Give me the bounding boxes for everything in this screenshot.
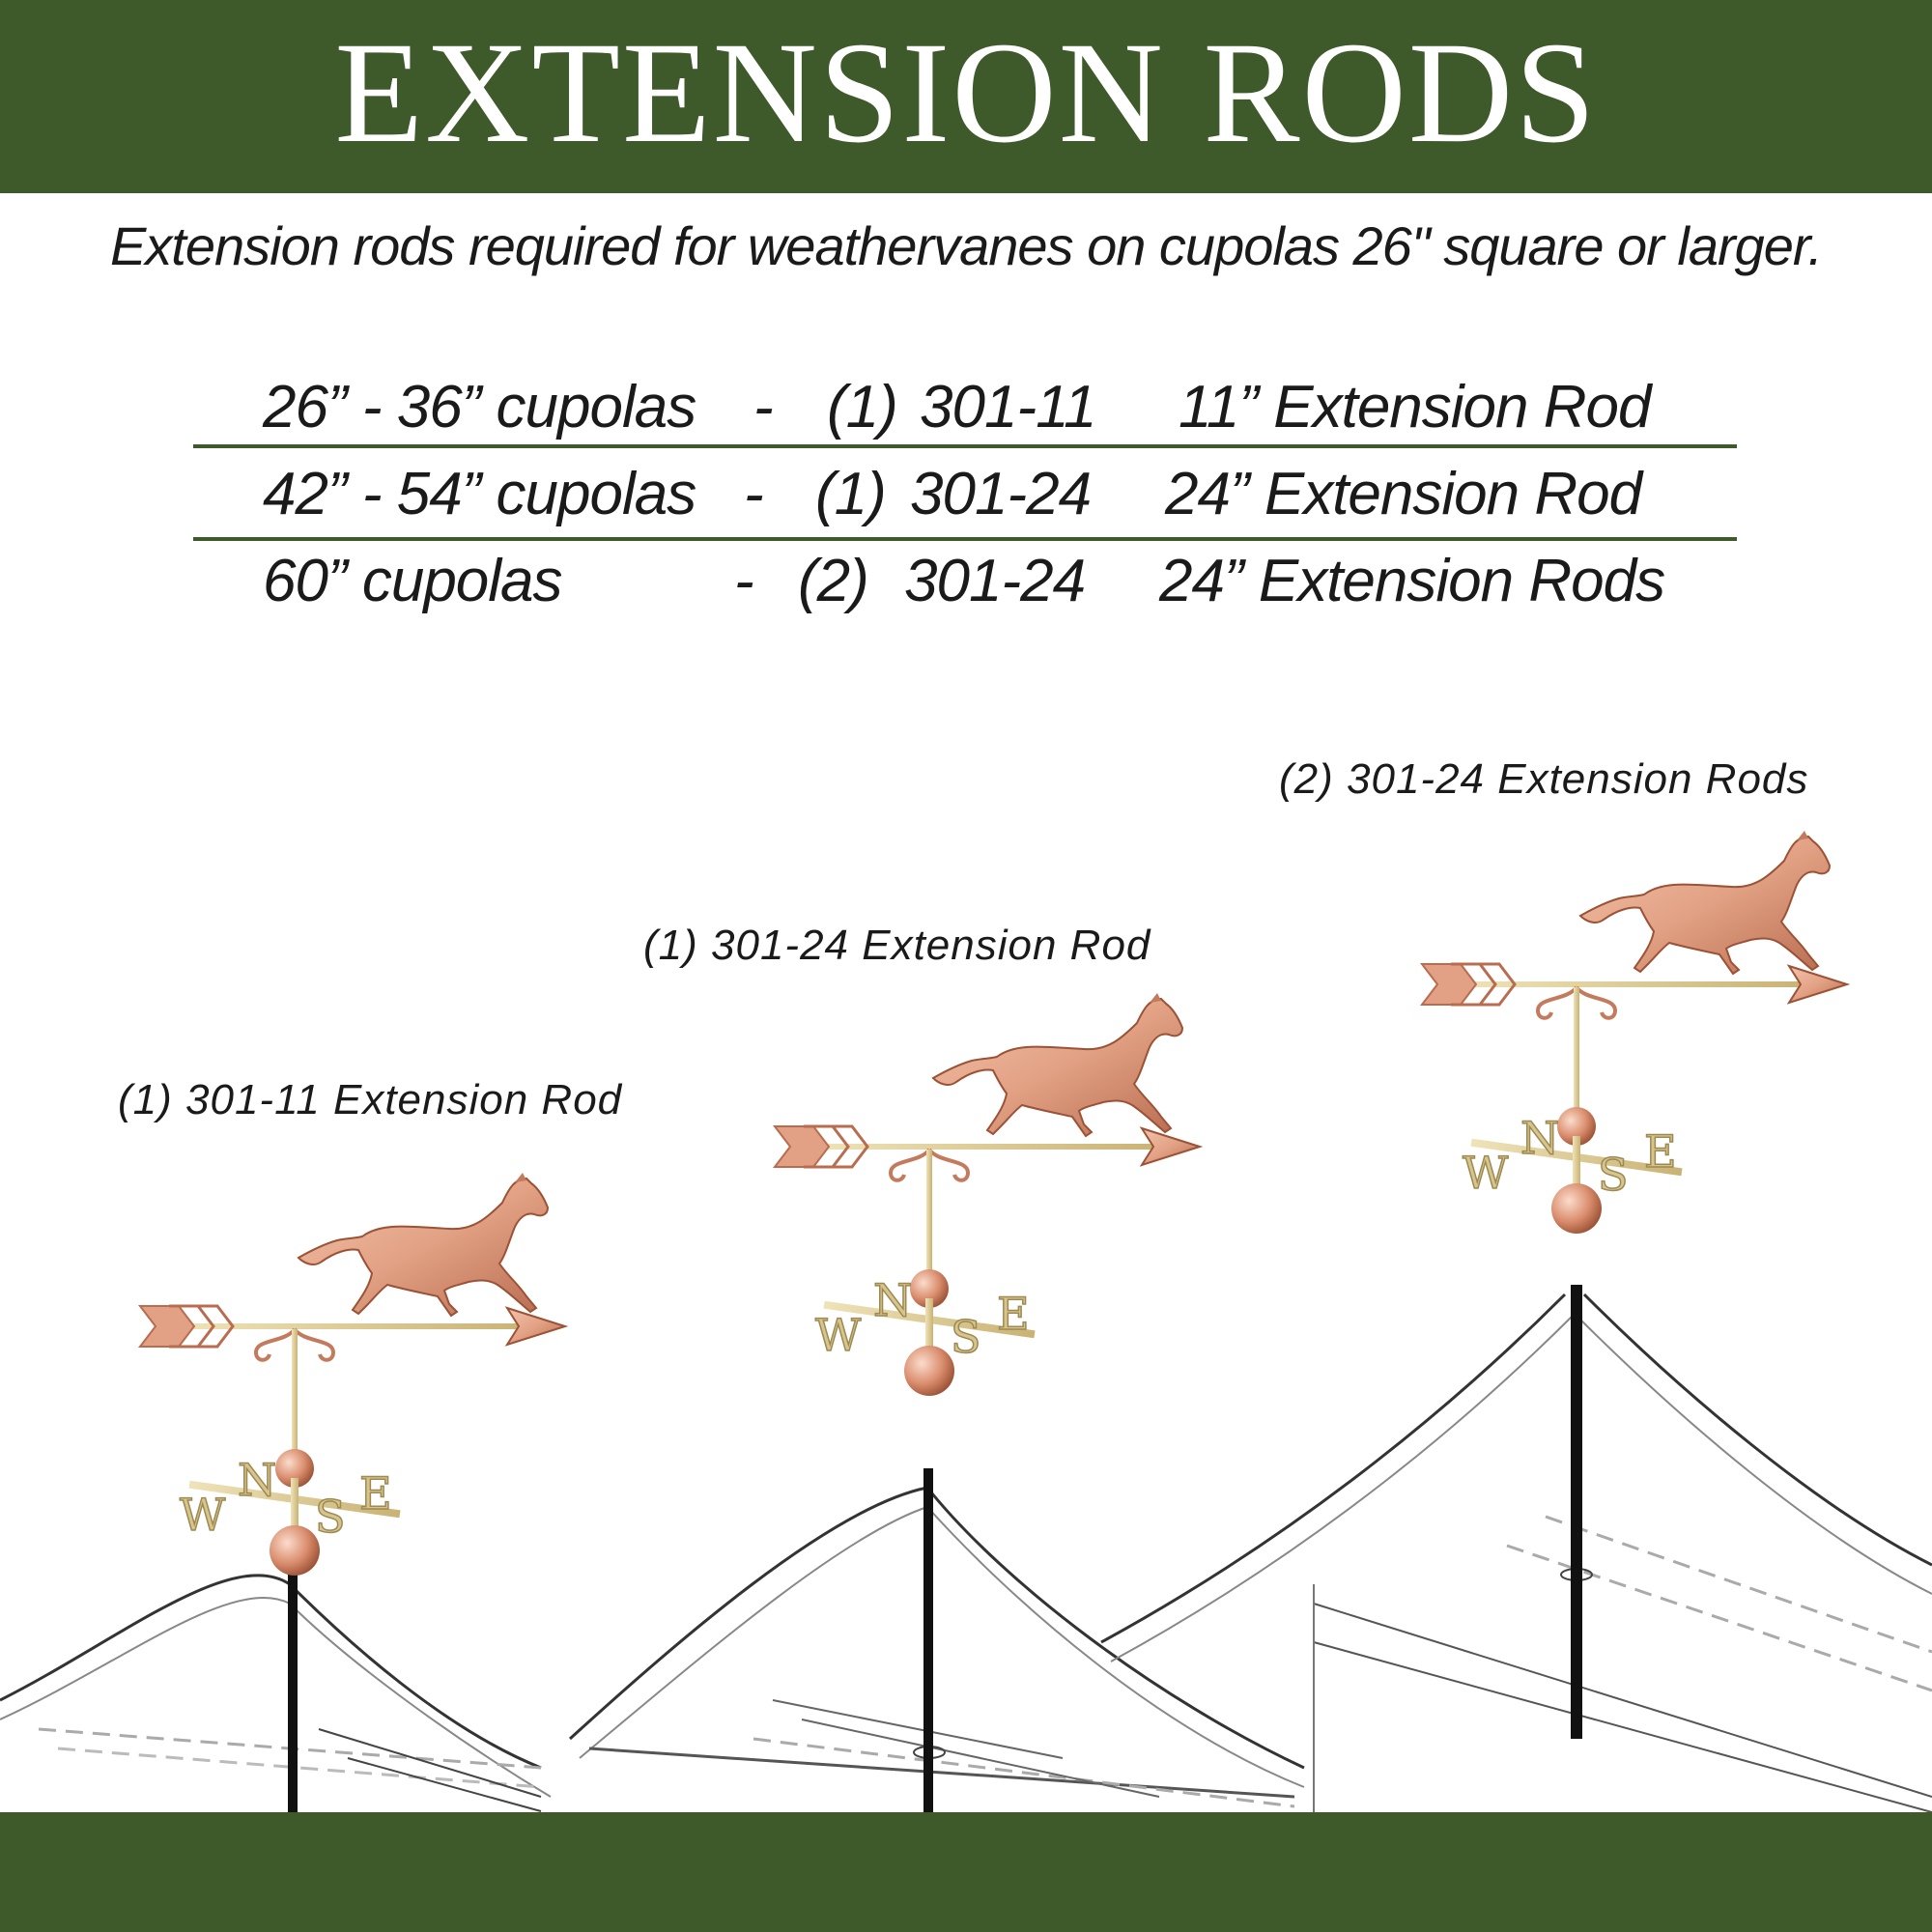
table-row: 60” cupolas - (2) 301-24 24” Extension R… (193, 541, 1737, 628)
table-row: 42” - 54” cupolas - (1) 301-24 24” Exten… (193, 454, 1737, 541)
header-banner: EXTENSION RODS (0, 0, 1932, 193)
compass-e-large: E (1644, 1125, 1677, 1178)
compass-s-small: S (315, 1491, 346, 1543)
compass-n-large: N (1520, 1112, 1559, 1164)
quantity: (1) (827, 374, 898, 440)
small-cupola (0, 1565, 552, 1812)
cupola-size: 26” - 36” cupolas (263, 374, 696, 440)
row-dash: - (753, 374, 774, 440)
compass-n-small: N (238, 1454, 276, 1506)
rod-description: 11” Extension Rod (1179, 374, 1651, 440)
compass-w-small: W (180, 1489, 226, 1541)
caption-large: (2) 301-24 Extension Rods (1279, 755, 1809, 803)
compass-e-medium: E (997, 1288, 1030, 1340)
medium-cupola (568, 1468, 1305, 1812)
part-number: 301-24 (904, 548, 1086, 614)
page-title: EXTENSION RODS (334, 13, 1598, 173)
footer-banner (0, 1812, 1932, 1932)
compass-w-medium: W (815, 1309, 862, 1361)
rod-description: 24” Extension Rod (1165, 461, 1642, 527)
compass-n-medium: N (873, 1274, 912, 1326)
compass-s-large: S (1598, 1149, 1629, 1201)
caption-medium: (1) 301-24 Extension Rod (643, 922, 1151, 969)
subtitle-text: Extension rods required for weathervanes… (109, 215, 1823, 276)
table-row: 26” - 36” cupolas - (1) 301-11 11” Exten… (193, 367, 1737, 454)
compass-e-small: E (359, 1467, 392, 1520)
table-divider (193, 444, 1737, 448)
quantity: (1) (815, 461, 887, 527)
part-number: 301-24 (910, 461, 1092, 527)
large-cupola (1100, 1285, 1932, 1813)
part-number: 301-11 (920, 374, 1096, 440)
compass-w-large: W (1463, 1147, 1509, 1199)
row-dash: - (744, 461, 764, 527)
caption-small: (1) 301-11 Extension Rod (118, 1076, 623, 1123)
table-divider (193, 537, 1737, 541)
row-dash: - (734, 548, 754, 614)
rod-description: 24” Extension Rods (1159, 548, 1665, 614)
compass-s-medium: S (951, 1311, 981, 1363)
cupola-size: 42” - 54” cupolas (263, 461, 696, 527)
cupola-size: 60” cupolas (263, 548, 563, 614)
quantity: (2) (798, 548, 869, 614)
